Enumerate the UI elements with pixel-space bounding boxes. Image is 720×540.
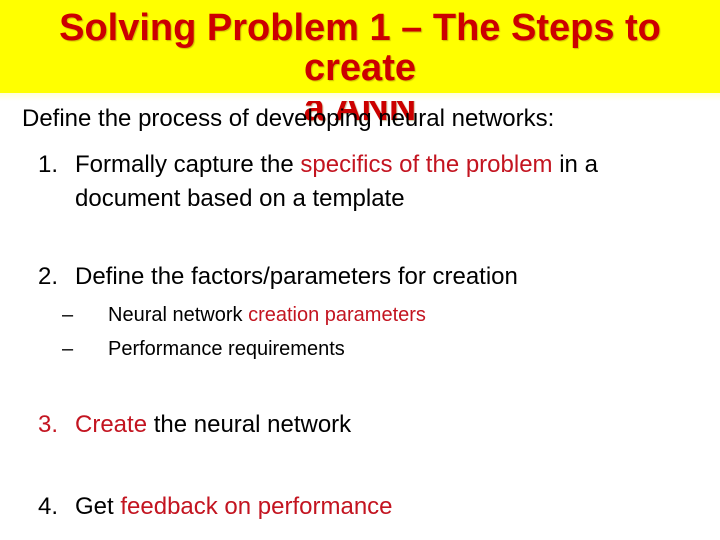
item-2-text: Define the factors/parameters for creati… (75, 260, 697, 294)
item-2-number: 2. (38, 263, 59, 290)
sub-item-2-text: Performance requirements (108, 337, 345, 361)
list-item-4: 4. Get feedback on performance (38, 490, 697, 524)
dash-bullet: – (62, 304, 74, 326)
item-4-text-red: feedback on performance (120, 493, 393, 520)
item-4-number: 4. (38, 493, 59, 520)
item-3-text-black2: the neural network (147, 411, 352, 438)
item-4-text: Get feedback on performance (75, 490, 697, 524)
sub-item-1-text: Neural network creation parameters (108, 303, 426, 327)
item-4-text-black1: Get (75, 493, 121, 520)
item-3-text-red: Create (75, 411, 148, 438)
sub-item-2-black: Performance requirements (108, 338, 345, 360)
item-1-text: Formally capture the specifics of the pr… (75, 148, 697, 216)
dash-bullet: – (62, 338, 74, 360)
sub-item-2: – Performance requirements (62, 337, 345, 361)
slide-title-line1: Solving Problem 1 – The Steps to create (59, 7, 661, 89)
list-item-1: 1. Formally capture the specifics of the… (38, 148, 697, 216)
title-banner: Solving Problem 1 – The Steps to create … (0, 0, 720, 128)
item-1-text-red: specifics of the problem (300, 151, 553, 178)
item-3-number: 3. (38, 411, 59, 438)
item-1-number: 1. (38, 151, 59, 178)
item-2-text-black1: Define the factors/parameters for creati… (75, 263, 518, 290)
list-item-3: 3. Create the neural network (38, 408, 697, 442)
item-1-text-black1: Formally capture the (75, 151, 301, 178)
sub-item-1-black: Neural network (108, 304, 249, 326)
list-item-2: 2. Define the factors/parameters for cre… (38, 260, 697, 294)
item-1-text-black2: in a document based on a template (75, 151, 598, 212)
sub-item-1: – Neural network creation parameters (62, 303, 426, 327)
sub-item-1-red: creation parameters (248, 304, 426, 326)
item-3-text: Create the neural network (75, 408, 697, 442)
intro-text: Define the process of developing neural … (22, 105, 555, 132)
slide-title: Solving Problem 1 – The Steps to create … (0, 0, 720, 128)
